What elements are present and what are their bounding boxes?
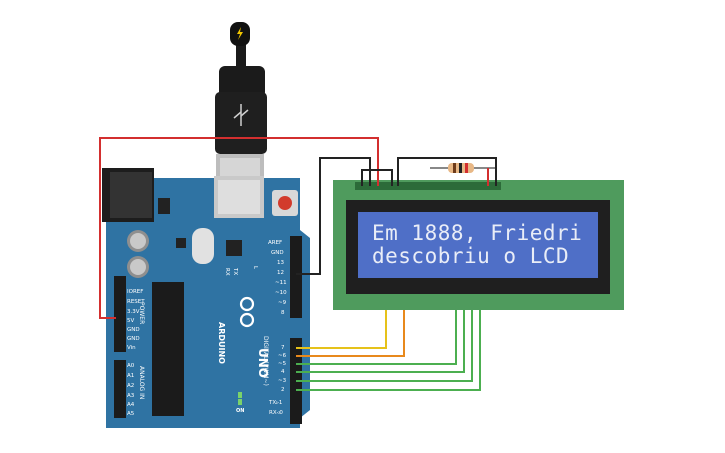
pin-3-label: ~3 xyxy=(278,378,287,384)
pin-7-label: 7 xyxy=(281,345,285,351)
lcd-line-1: Em 1888, Friedri xyxy=(372,221,583,245)
pin-a3-label: A3 xyxy=(127,393,135,399)
pin-8-label: 8 xyxy=(281,310,285,316)
pin-ioref-label: IOREF xyxy=(127,289,144,295)
wire-black-top[interactable] xyxy=(361,169,393,186)
reset-button[interactable] xyxy=(278,196,292,210)
pin-9-label: ~9 xyxy=(278,300,287,306)
pin-3v3-label: 3.3V xyxy=(127,309,140,315)
pin-reset-label: RESET xyxy=(127,299,145,305)
pin-tx-label: TX▹1 xyxy=(269,400,283,406)
pin-aref-label: AREF xyxy=(268,240,283,246)
pin-4-label: 4 xyxy=(281,369,285,375)
analog-in-label: ANALOG IN xyxy=(138,366,145,400)
lcd-16x2[interactable] xyxy=(333,180,624,310)
digital-pwm-label: DIGITAL (PWM~) xyxy=(262,336,269,386)
wire-black-gnd-lcd[interactable] xyxy=(296,157,371,275)
pin-a4-label: A4 xyxy=(127,402,135,408)
resistor-icon xyxy=(430,163,496,173)
pin-gnd-top-label: GND xyxy=(271,250,284,256)
wire-yellow-d7[interactable] xyxy=(296,310,387,349)
usb-icon xyxy=(233,104,249,126)
lcd-line-2: descobriu o LCD xyxy=(372,244,570,268)
power-bolt-icon xyxy=(237,27,243,40)
rx-led-label: RX xyxy=(224,268,230,276)
on-led-label: ON xyxy=(236,408,245,414)
pin-11-label: ~11 xyxy=(275,280,287,286)
wire-red-5v[interactable] xyxy=(99,137,379,319)
wire-green-d3[interactable] xyxy=(296,310,473,382)
pin-5v-label: 5V xyxy=(127,318,135,324)
pin-6-label: ~6 xyxy=(278,353,287,359)
pin-gnd-label-1: GND xyxy=(127,327,140,333)
pin-13-label: 13 xyxy=(277,260,284,266)
wire-green-d4[interactable] xyxy=(296,310,465,373)
wire-orange-d6[interactable] xyxy=(296,310,405,357)
usb-cable[interactable] xyxy=(215,22,267,198)
pin-a2-label: A2 xyxy=(127,383,135,389)
pin-a5-label: A5 xyxy=(127,411,135,417)
pin-rx-label: RX◃0 xyxy=(269,410,283,416)
wire-green-d5[interactable] xyxy=(296,310,457,365)
pin-5-label: ~5 xyxy=(278,361,287,367)
arduino-brand: ARDUINO xyxy=(217,322,226,364)
wire-black-resistor[interactable] xyxy=(397,157,497,186)
pin-a0-label: A0 xyxy=(127,363,135,369)
atmega-chip xyxy=(152,282,184,416)
arduino-logo-icon xyxy=(239,296,255,328)
wires xyxy=(99,137,497,391)
pin-2-label: 2 xyxy=(281,387,285,393)
pin-a1-label: A1 xyxy=(127,373,135,379)
pin-12-label: 12 xyxy=(277,270,284,276)
pin-gnd-label-2: GND xyxy=(127,336,140,342)
wire-green-d2[interactable] xyxy=(296,310,481,391)
tx-led-label: TX xyxy=(232,268,238,276)
l-led-label: L xyxy=(252,266,258,270)
pin-vin-label: Vin xyxy=(127,345,136,351)
arduino-uno-board[interactable] xyxy=(102,168,310,428)
pin-10-label: ~10 xyxy=(275,290,287,296)
power-label: POWER xyxy=(138,302,145,325)
